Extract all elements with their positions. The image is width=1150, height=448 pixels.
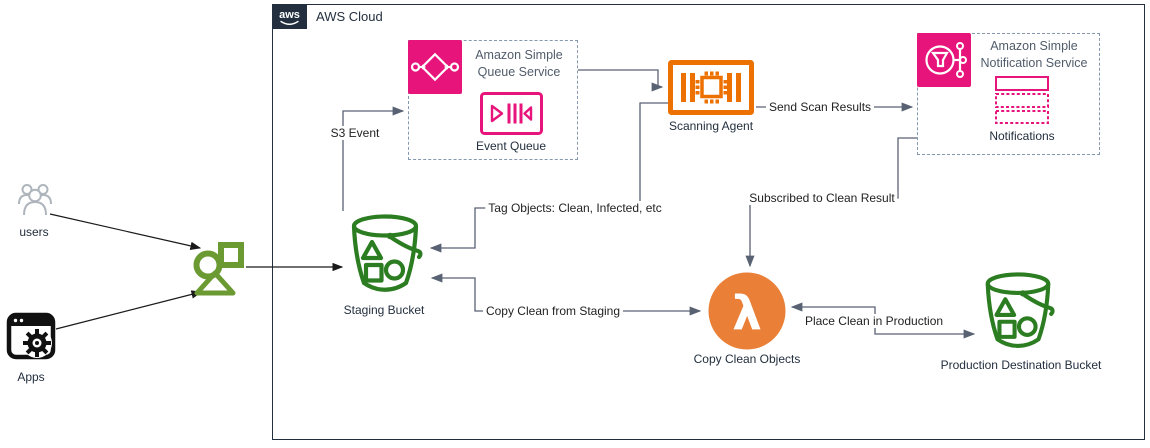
scanning-agent-label: Scanning Agent	[668, 119, 754, 133]
aws-logo: aws	[272, 4, 307, 29]
staging-bucket-label: Staging Bucket	[343, 303, 425, 317]
edge-users-to-objects-line	[49, 213, 202, 250]
apps-label: Apps	[17, 370, 45, 384]
edge-send-scan-results-label: Send Scan Results	[765, 100, 875, 114]
edge-place-clean-label: Place Clean in Production	[801, 314, 947, 328]
aws-logo-icon: aws	[279, 9, 300, 25]
copy-clean-objects-label: Copy Clean Objects	[693, 352, 801, 366]
event-queue-label: Event Queue	[475, 139, 547, 153]
sns-group-box	[917, 33, 1100, 155]
users-icon	[18, 184, 52, 216]
edge-subscribed-label: Subscribed to Clean Result	[746, 191, 898, 205]
notifications-icon	[995, 76, 1049, 124]
sqs-group-title: Amazon Simple Queue Service	[475, 48, 563, 79]
edge-copy-clean-label: Copy Clean from Staging	[482, 304, 624, 318]
sns-group-title: Amazon Simple Notification Service	[980, 39, 1088, 70]
edge-s3-event-label: S3 Event	[327, 126, 383, 140]
sns-service-icon	[917, 33, 971, 87]
users-label: users	[19, 225, 49, 239]
notifications-label: Notifications	[989, 129, 1055, 143]
s3-objects-icon	[193, 242, 244, 296]
edge-tag-objects-label: Tag Objects: Clean, Infected, etc	[485, 201, 665, 215]
sqs-service-icon	[408, 40, 462, 94]
apps-icon	[6, 312, 56, 360]
svg-text:λ: λ	[732, 287, 762, 342]
svg-text:aws: aws	[279, 9, 300, 21]
edge-apps-to-objects-line	[55, 290, 203, 330]
aws-cloud-label: AWS Cloud	[316, 9, 383, 24]
scanning-agent-icon	[668, 60, 754, 115]
production-bucket-icon	[977, 269, 1059, 353]
production-bucket-label: Production Destination Bucket	[940, 358, 1102, 372]
staging-bucket-icon	[343, 211, 427, 297]
event-queue-icon	[480, 92, 543, 135]
lambda-icon: λ	[708, 272, 786, 350]
aws-cloud-boundary	[272, 4, 1145, 440]
